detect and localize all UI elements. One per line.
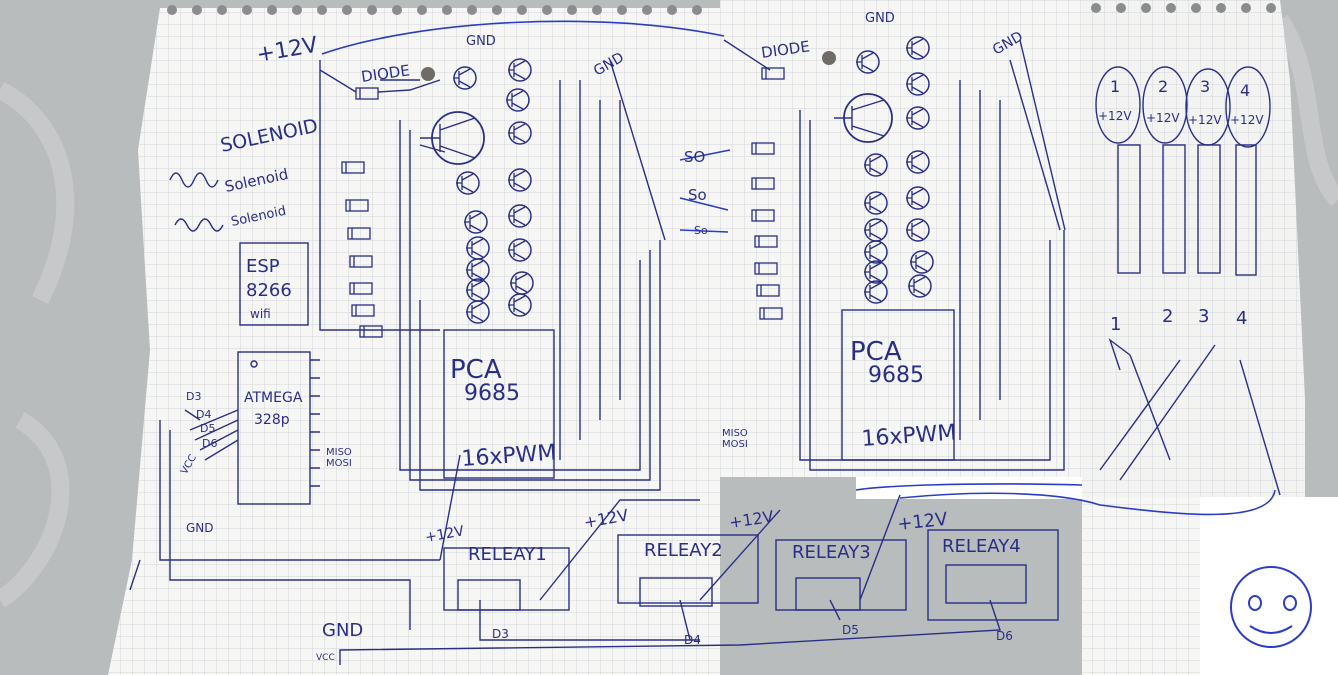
smiley-face-icon [1230, 566, 1312, 648]
esp-label-2: 8266 [246, 280, 292, 301]
right-pca-label-1: PCA [850, 337, 902, 367]
relay-2-pin: D4 [684, 633, 701, 647]
relay-1-label: RELEAY1 [468, 544, 547, 565]
connector-4-bottom: 4 [1236, 308, 1247, 329]
relay-1-supply: +12V [424, 523, 466, 546]
esp8266-box [239, 242, 309, 326]
relay-3-label: RELEAY3 [792, 542, 871, 563]
bottom-gnd-label: GND [322, 620, 363, 641]
so-label-3: So [694, 224, 708, 237]
connector-3-bottom: 3 [1198, 306, 1209, 327]
pca9685-left-box [443, 329, 555, 479]
right-mosi-label: MOSI [722, 439, 748, 450]
connector-4-supply: +12V [1230, 113, 1264, 127]
pin-d6: D6 [202, 437, 217, 450]
connector-2-icon [1142, 66, 1188, 144]
so-label-1: SO [684, 148, 705, 166]
relay-4-box [927, 529, 1059, 621]
relay-4-label: RELEAY4 [942, 536, 1021, 557]
relay-3-pin: D5 [842, 623, 859, 637]
connector-3-supply: +12V [1188, 113, 1222, 127]
connector-2-bottom: 2 [1162, 306, 1173, 327]
connector-4-num: 4 [1240, 81, 1250, 100]
pin-d4: D4 [196, 408, 211, 421]
connector-1-num: 1 [1110, 77, 1120, 96]
blue-wires [321, 20, 1276, 516]
atmega-label-2: 328p [254, 412, 290, 428]
relay-2-label: RELEAY2 [644, 540, 723, 561]
relay-1-pin: D3 [492, 627, 509, 641]
connector-1-bottom: 1 [1110, 314, 1121, 335]
left-pca-label-1: PCA [450, 355, 502, 385]
right-gnd-top-label: GND [865, 11, 895, 26]
right-pca-label-2: 9685 [868, 363, 924, 388]
esp-label-1: ESP [246, 256, 280, 277]
right-miso-label: MISO [722, 428, 748, 439]
left-sheet [108, 5, 720, 675]
connector-2-num: 2 [1158, 77, 1168, 96]
atmega-box [237, 351, 311, 505]
connector-1-supply: +12V [1098, 109, 1132, 123]
left-gnd-top-label: GND [466, 34, 496, 49]
white-corner [1200, 497, 1338, 675]
left-pca-label-2: 9685 [464, 381, 520, 406]
relay-2-box [617, 534, 759, 604]
so-label-2: So [688, 186, 707, 204]
bottom-vcc-label: VCC [316, 653, 335, 663]
pin-gnd: GND [186, 521, 214, 535]
relay-4-pin: D6 [996, 629, 1013, 643]
esp-label-3: wifi [250, 307, 271, 321]
pin-d3: D3 [186, 390, 201, 403]
connector-1-icon [1095, 66, 1141, 144]
left-mosi-label: MOSI [326, 458, 352, 469]
solenoid-coil-icon [169, 172, 219, 188]
connector-2-supply: +12V [1146, 111, 1180, 125]
connector-sheet [1082, 0, 1305, 497]
connector-4-icon [1225, 66, 1271, 148]
left-miso-label: MISO [326, 447, 352, 458]
pin-d5: D5 [200, 422, 215, 435]
atmega-label-1: ATMEGA [244, 390, 303, 406]
connector-3-num: 3 [1200, 77, 1210, 96]
